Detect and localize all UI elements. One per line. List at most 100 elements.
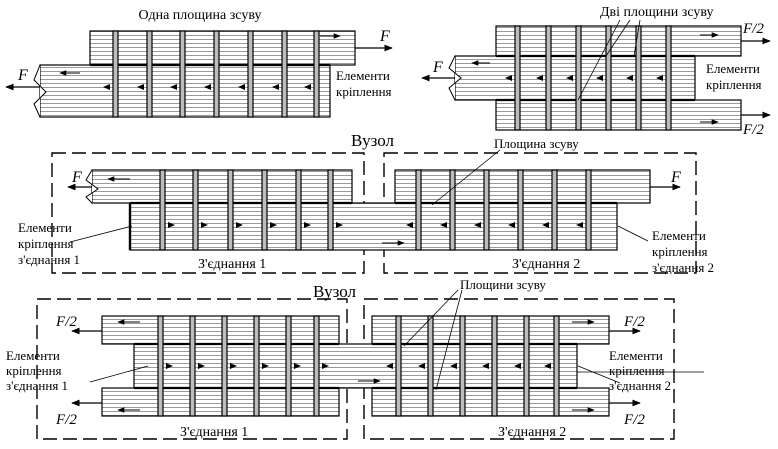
fastener-group [157,315,560,417]
fastener [575,25,582,131]
fastener [285,315,292,417]
fastener [221,315,228,417]
load-direction-mark [304,84,311,90]
fastener-label: Елементи [6,348,60,363]
fastener [261,169,268,251]
fastener [112,30,119,118]
load-direction-mark [304,222,311,228]
load-direction-mark [626,75,633,81]
leader-line [633,19,641,57]
load-direction-mark [238,84,245,90]
fastener-label: з'єднання 1 [6,378,68,393]
fastener-label: Елементи [336,68,390,83]
fastener [553,315,560,417]
fastener-label: з'єднання 2 [652,260,714,275]
force-label: F/2 [623,314,645,330]
force-label: F [17,67,28,84]
fastener-label: кріплення [336,84,392,99]
load-direction-mark [450,363,457,369]
middle-splice [133,343,578,389]
fastener [551,169,558,251]
load-direction-mark [508,222,515,228]
load-direction-mark [566,75,573,81]
load-direction-mark [137,84,144,90]
fastener [459,315,466,417]
shear-plane-label: Площина зсуву [494,136,579,151]
fastener-label: кріплення [18,236,74,251]
panel-node-double: Вузол Площини зсуву F/2 F/2 F/2 F/2 Елем… [6,277,704,440]
load-direction-mark [544,363,551,369]
fastener-label: Елементи [706,61,760,76]
title-double-shear: Дві площини зсуву [600,5,713,20]
load-direction-mark [168,222,175,228]
force-label: F [71,169,82,186]
load-direction-mark [386,363,393,369]
fastener-group [159,169,592,251]
bottom-left-plate [101,387,340,417]
fastener [585,169,592,251]
fastener-label: з'єднання 1 [18,252,80,267]
fastener [281,30,288,118]
leader-line [89,365,149,383]
break-line [33,64,47,118]
load-direction-mark [198,363,205,369]
fastener-label: кріплення [609,363,665,378]
upper-plate [89,30,356,66]
panel-node-single: Вузол Площина зсуву F F Елементи кріплен… [18,131,714,275]
fastener [427,315,434,417]
load-direction-mark [418,363,425,369]
load-direction-mark [103,84,110,90]
load-direction-mark [272,84,279,90]
fastener [179,30,186,118]
splice-plate [129,202,618,251]
fastener [395,315,402,417]
load-direction-mark [505,75,512,81]
leader-line [577,19,621,101]
force-label: F [432,59,443,76]
load-direction-mark [406,222,413,228]
node-label: Вузол [313,282,357,301]
load-direction-mark [270,222,277,228]
fastener-label: кріплення [6,363,62,378]
fastener-group [505,25,672,131]
load-direction-mark [514,363,521,369]
joint-label: З'єднання 1 [180,425,248,440]
fastener [253,315,260,417]
joint-label: З'єднання 1 [198,257,266,272]
fastener [192,169,199,251]
fastener-label: Елементи [609,348,663,363]
title-single-shear: Одна площина зсуву [139,8,262,23]
fastener [517,169,524,251]
force-label: F/2 [55,412,77,428]
leader-line [577,365,621,384]
fastener [491,315,498,417]
fastener-group [103,30,320,118]
fastener-label: з'єднання 2 [609,378,671,393]
load-direction-mark [596,75,603,81]
load-direction-mark [576,222,583,228]
fastener-label: кріплення [652,244,708,259]
force-label: F/2 [623,412,645,428]
fastener-label: Елементи [652,228,706,243]
fastener [295,169,302,251]
bottom-plate [495,99,742,131]
load-direction-mark [474,222,481,228]
joint-label: З'єднання 2 [512,257,580,272]
top-plate [495,25,742,57]
force-label: F [379,28,390,45]
fastener [227,169,234,251]
load-direction-mark [236,222,243,228]
node-label: Вузол [351,131,395,150]
panel-double-shear: Дві площини зсуву F F/2 F/2 Елементи крі… [421,5,771,138]
load-direction-mark [262,363,269,369]
fastener-label: Елементи [18,220,72,235]
load-direction-mark [230,363,237,369]
load-direction-mark [542,222,549,228]
fastener [313,30,320,118]
fastener [313,315,320,417]
leader-line [617,225,649,242]
leader-line [431,149,501,206]
top-right-plate [371,315,610,345]
force-label: F/2 [55,314,77,330]
